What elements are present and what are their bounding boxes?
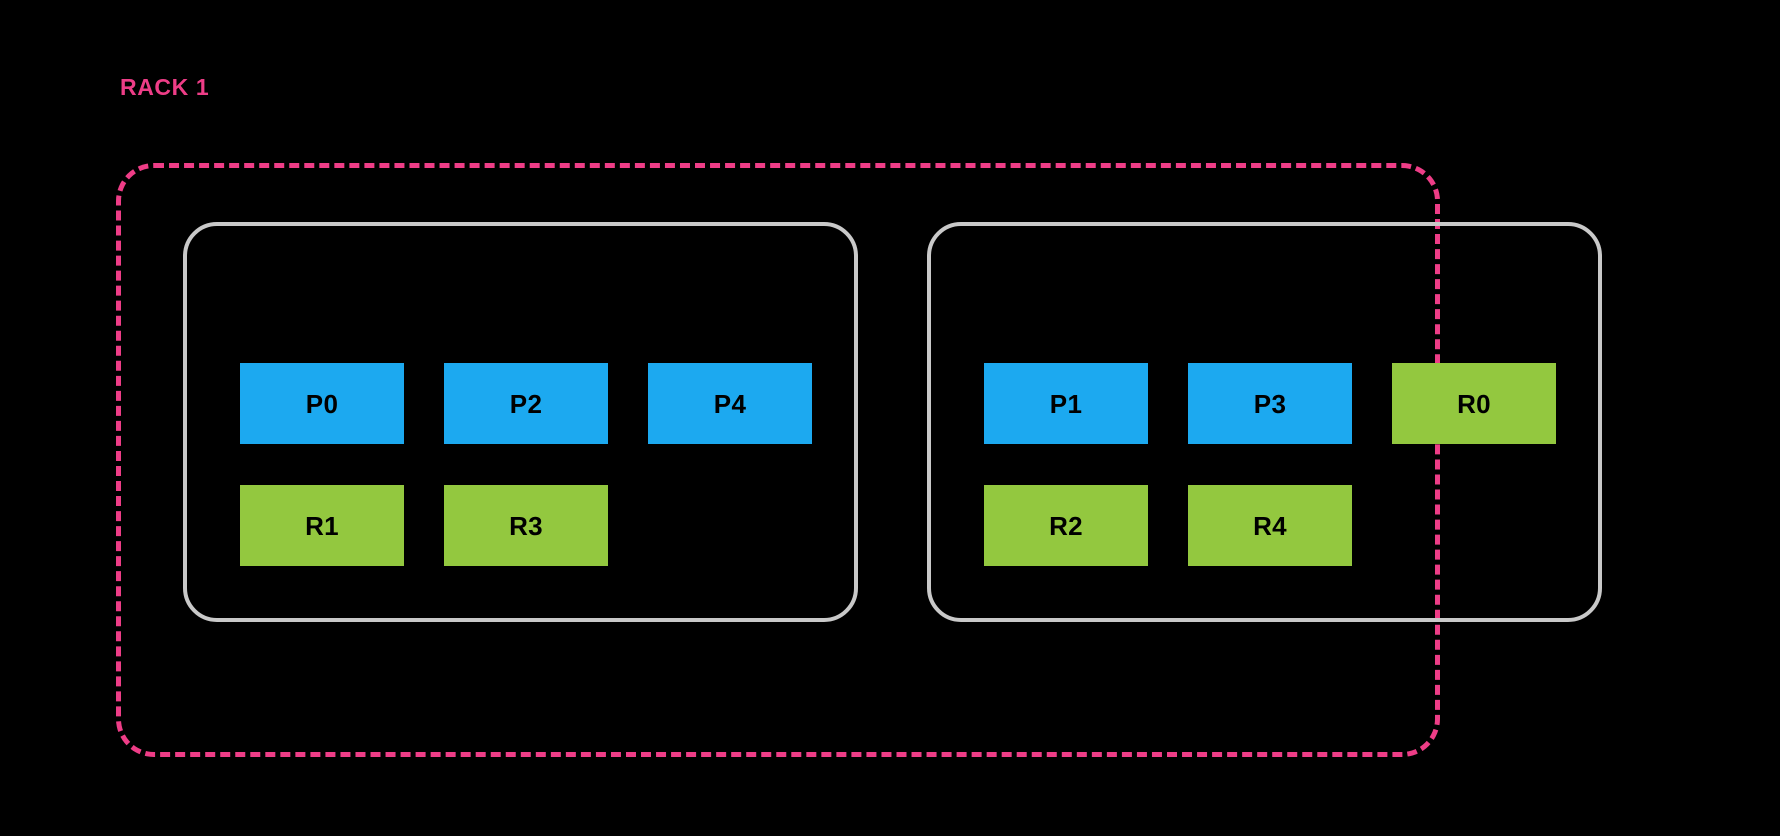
server-group-1: P0 P2 P4 R1 R3 [183,222,858,622]
server-group-2: P1 P3 R0 R2 R4 [927,222,1602,622]
server-2-row-2: R2 R4 [984,485,1352,566]
node-p4[interactable]: P4 [648,363,812,444]
server-2-row-1: P1 P3 R0 [984,363,1556,444]
node-r4[interactable]: R4 [1188,485,1352,566]
node-r3[interactable]: R3 [444,485,608,566]
server-1-row-1: P0 P2 P4 [240,363,812,444]
node-p3[interactable]: P3 [1188,363,1352,444]
rack-boundary [116,163,1440,757]
node-r1[interactable]: R1 [240,485,404,566]
node-p1[interactable]: P1 [984,363,1148,444]
node-r0[interactable]: R0 [1392,363,1556,444]
server-1-row-2: R1 R3 [240,485,608,566]
rack-label: RACK 1 [120,74,210,100]
node-p2[interactable]: P2 [444,363,608,444]
node-r2[interactable]: R2 [984,485,1148,566]
node-p0[interactable]: P0 [240,363,404,444]
